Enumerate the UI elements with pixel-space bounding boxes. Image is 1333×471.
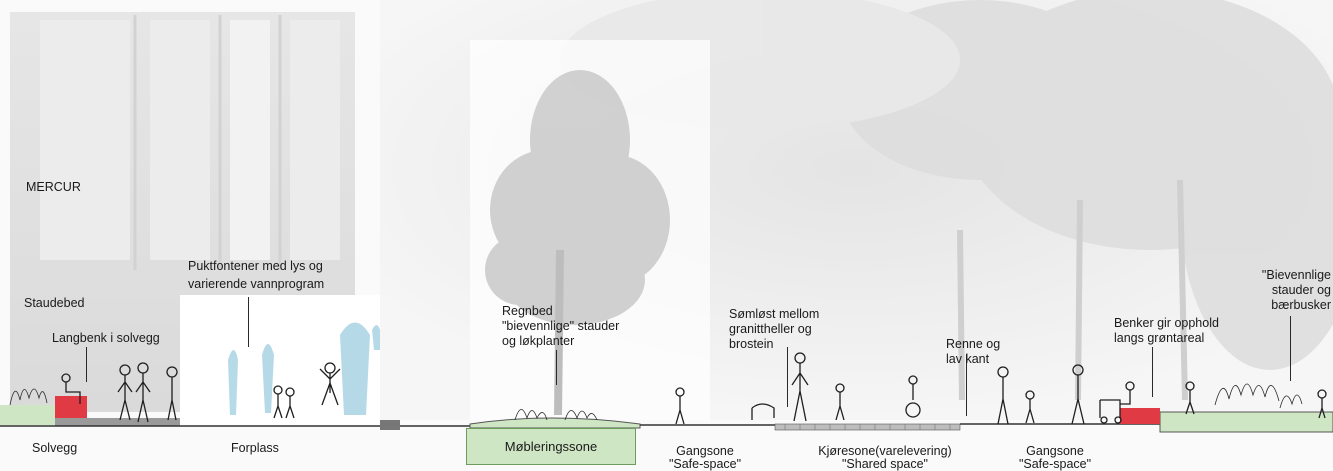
callout-bievennlige-line1: "Bievennlige [1261, 268, 1331, 282]
zone-gangsone-left-line1: Gangsone [676, 444, 734, 458]
zone-gangsone-right-line1: Gangsone [1026, 444, 1084, 458]
callout-regnbed-line3: og løkplanter [502, 334, 575, 348]
building-mullions [133, 15, 282, 270]
zone-solvegg: Solvegg [32, 441, 78, 455]
leader-puktfontener [248, 297, 249, 347]
building-label: MERCUR [26, 180, 81, 194]
leader-benker [1152, 347, 1153, 397]
callout-langbenk: Langbenk i solvegg [52, 331, 160, 345]
bench-right [1120, 408, 1160, 424]
bench-solvegg [55, 396, 87, 418]
callout-regnbed-line2: "bievennlige" stauder [502, 319, 620, 333]
cobblestone-pattern [784, 424, 951, 430]
leader-somlost [787, 347, 788, 407]
callout-benker-line2: langs grøntareal [1114, 331, 1205, 345]
callout-staudebed: Staudebed [24, 296, 85, 310]
callout-somlost-line1: Sømløst mellom [729, 307, 820, 321]
zone-forplass: Forplass [231, 441, 279, 455]
callout-bievennlige-line2: stauder og [1271, 283, 1331, 297]
callout-regnbed-line1: Regnbed [502, 304, 553, 318]
callout-renne-line2: lav kant [946, 352, 990, 366]
zone-kjoresone-line2: "Shared space" [841, 457, 928, 471]
shrubs [9, 383, 1303, 421]
callout-somlost-line2: granittheller og [729, 322, 812, 336]
tree-canopy-right [560, 0, 1333, 370]
leader-regnbed [556, 350, 557, 385]
zone-kjoresone-line1: Kjøresone(varelevering) [818, 444, 952, 458]
callout-puktfontener-line1: Puktfontener med lys og [188, 259, 323, 273]
zone-gangsone-left-line2: "Safe-space" [668, 457, 742, 471]
zone-mobleringssone: Møbleringssone [466, 428, 636, 465]
callout-puktfontener-line2: varierende vannprogram [188, 277, 325, 291]
people [61, 352, 1327, 425]
tree-trunk-center [554, 249, 564, 416]
zone-gangsone-right-line2: "Safe-space" [1018, 457, 1092, 471]
callout-benker-line1: Benker gir opphold [1114, 316, 1219, 330]
callout-renne-line1: Renne og [946, 337, 1001, 351]
callout-somlost-line3: brostein [729, 337, 774, 351]
building-windows [40, 20, 340, 260]
leader-renne [966, 354, 967, 416]
fountain-jets [228, 322, 380, 415]
leader-bievennlige [1290, 316, 1291, 381]
tree-canopy-center [485, 70, 670, 325]
callout-bievennlige-line3: bærbusker [1271, 298, 1331, 312]
leader-langbenk [86, 347, 87, 382]
ground-profile [0, 405, 1333, 433]
tree-trunks-right [957, 179, 1188, 401]
